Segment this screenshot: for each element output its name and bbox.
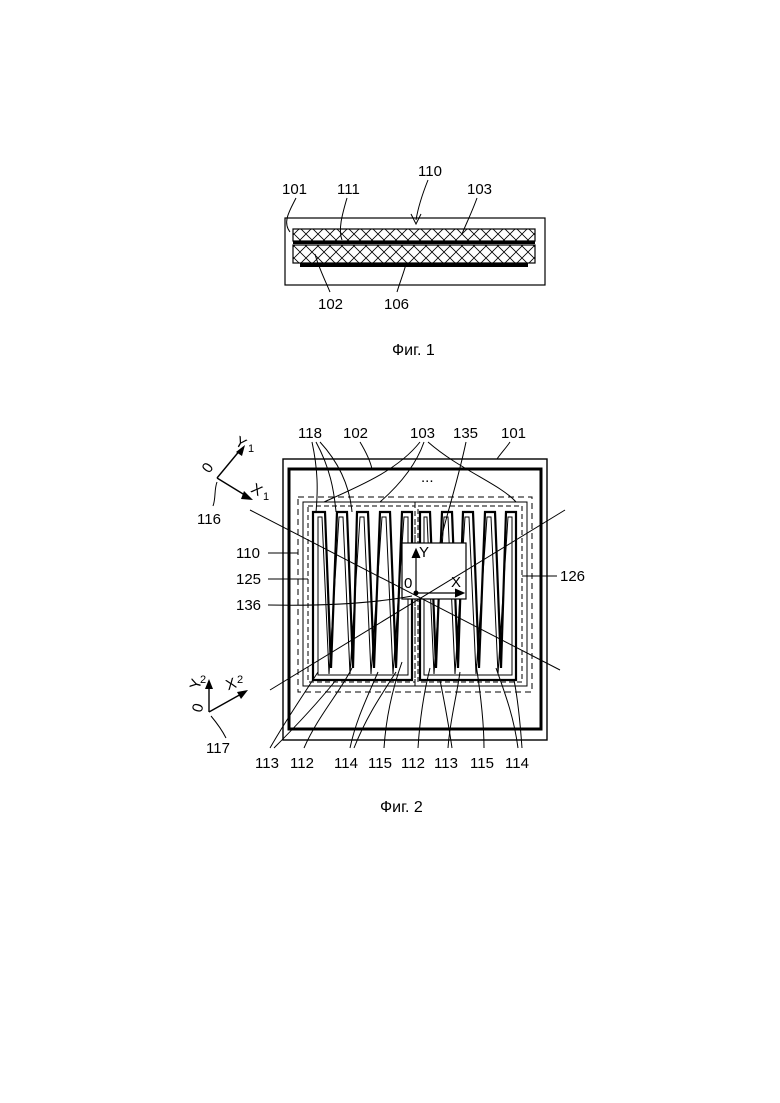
axis-x2-arrow: [237, 690, 248, 699]
figure-1-caption: Фиг. 1: [392, 342, 435, 359]
label-114-b: 114: [505, 755, 529, 772]
label-118: 118: [298, 425, 322, 442]
label-117: 117: [206, 740, 230, 757]
label-126: 126: [560, 568, 585, 585]
label-106: 106: [384, 296, 409, 313]
leader-110: [416, 180, 428, 220]
layer-103-hatched: [293, 229, 535, 241]
leader-114-left-b: [354, 672, 396, 748]
label-112-b: 112: [401, 755, 425, 772]
label-112-a: 112: [290, 755, 314, 772]
axis-x2-sub: 2: [237, 674, 243, 686]
label-103: 103: [467, 181, 492, 198]
axis-origin-label: 0: [404, 575, 412, 592]
leader-102-fig2: [360, 442, 372, 469]
label-125: 125: [236, 571, 261, 588]
origin-point: [414, 591, 419, 596]
leader-116: [213, 482, 217, 506]
leader-103-b: [380, 442, 424, 502]
leader-106: [397, 264, 406, 292]
figure-2: 0 Y X ... 0 Y 1 X 1 116 0 Y 2 X 2 117 11…: [187, 425, 585, 816]
label-110: 110: [418, 163, 442, 180]
label-135: 135: [453, 425, 478, 442]
continuation-dots: ...: [421, 469, 434, 486]
label-113-a: 113: [255, 755, 279, 772]
figure-2-caption: Фиг. 2: [380, 799, 423, 816]
label-101: 101: [282, 181, 307, 198]
axis-x2: [209, 693, 243, 712]
layer-111: [293, 241, 535, 244]
leader-114-left: [350, 672, 378, 748]
label-110-fig2: 110: [236, 545, 260, 562]
axis-y1-label: Y: [232, 433, 249, 453]
leader-113-right-b: [440, 680, 452, 748]
layer-102-hatched: [293, 245, 535, 263]
axis-y-label: Y: [419, 544, 429, 561]
layer-106: [300, 263, 528, 267]
label-113-b: 113: [434, 755, 458, 772]
axis-y2-arrow: [205, 679, 213, 689]
leader-101-fig2: [497, 442, 510, 459]
label-102: 102: [318, 296, 343, 313]
label-115-a: 115: [368, 755, 392, 772]
axis-o1-label: 0: [199, 460, 218, 477]
leader-115-right: [476, 664, 484, 748]
label-101-fig2: 101: [501, 425, 526, 442]
axis-y1-sub: 1: [248, 443, 254, 455]
label-114-a: 114: [334, 755, 358, 772]
label-111: 111: [337, 181, 360, 198]
label-115-b: 115: [470, 755, 494, 772]
leader-103-a: [324, 442, 420, 502]
leader-114-right-b: [514, 680, 522, 748]
axis-y1: [217, 449, 241, 478]
label-136: 136: [236, 597, 261, 614]
axis-o2-label: 0: [189, 702, 208, 714]
axis-x-label: X: [451, 574, 461, 591]
axis-y2-sub: 2: [200, 674, 206, 686]
leader-117: [211, 716, 226, 738]
label-102-fig2: 102: [343, 425, 368, 442]
label-103-fig2: 103: [410, 425, 435, 442]
label-116: 116: [197, 511, 221, 528]
leader-101: [287, 198, 296, 232]
axis-x1-sub: 1: [263, 491, 269, 503]
figure-1: 101 111 110 103 102 106 Фиг. 1: [282, 163, 545, 359]
